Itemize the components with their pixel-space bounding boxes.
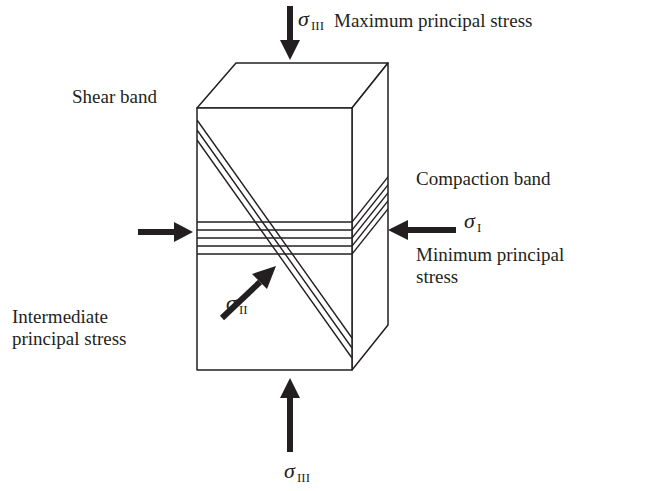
- stress-arrows: [138, 6, 456, 452]
- shear-band: [197, 120, 352, 358]
- stress-symbol: σ: [226, 290, 237, 315]
- stress-symbol: σ: [298, 6, 309, 31]
- stress-subscript: III: [311, 19, 324, 34]
- front-face: [197, 108, 352, 370]
- compaction-band-side: [352, 177, 388, 254]
- stress-symbol: σ: [464, 208, 475, 233]
- stress-subscript: II: [239, 303, 248, 318]
- side-face: [352, 63, 388, 370]
- compaction-band: [197, 222, 352, 254]
- stress-symbol: σ: [284, 458, 295, 483]
- stress-subscript: I: [477, 221, 481, 236]
- stress-subscript: III: [297, 471, 310, 486]
- stress-label: Intermediate principal stress: [12, 306, 162, 350]
- stress-label: Minimum principal stress: [416, 244, 566, 288]
- band-label: Shear band: [72, 86, 157, 108]
- stress-label: Maximum principal stress: [334, 10, 532, 32]
- band-label: Compaction band: [416, 168, 551, 190]
